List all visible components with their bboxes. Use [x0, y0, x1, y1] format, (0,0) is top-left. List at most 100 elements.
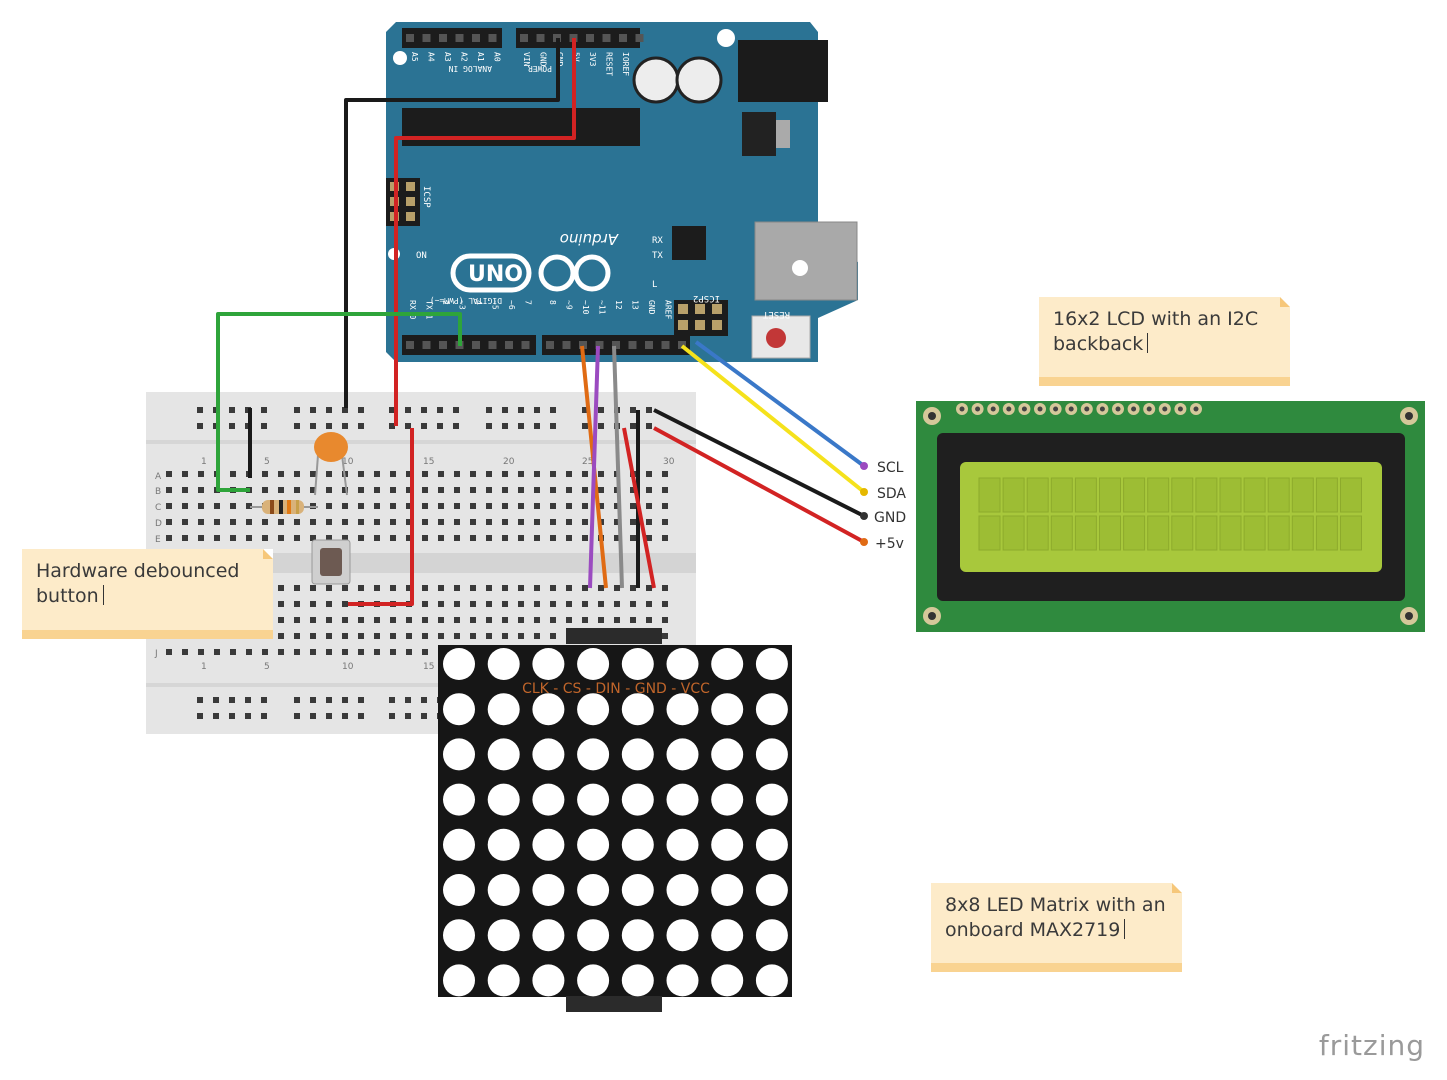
breadboard-hole	[550, 633, 556, 639]
lcd-label-5v: +5v	[875, 536, 904, 552]
breadboard-hole	[454, 601, 460, 607]
header-pin	[602, 34, 611, 42]
digital-pin-label: TX 1	[425, 300, 434, 319]
matrix-led	[443, 919, 475, 952]
matrix-led	[487, 783, 520, 816]
analog-pin-label: A2	[460, 52, 469, 62]
breadboard-hole	[646, 601, 652, 607]
breadboard-hole	[405, 713, 411, 719]
breadboard-hole	[534, 601, 540, 607]
breadboard-hole	[358, 487, 364, 493]
breadboard-hole	[294, 487, 300, 493]
lcd-pin-hole	[1084, 406, 1090, 412]
breadboard-hole	[486, 487, 492, 493]
breadboard-hole	[454, 471, 460, 477]
matrix-led	[577, 874, 610, 906]
analog-pin-label: A5	[410, 52, 419, 62]
breadboard-hole	[310, 617, 316, 623]
breadboard-hole	[390, 585, 396, 591]
breadboard-hole	[646, 585, 652, 591]
breadboard-hole	[422, 487, 428, 493]
breadboard-hole	[598, 407, 604, 413]
breadboard-hole	[470, 601, 476, 607]
lcd-pin-hole	[1115, 406, 1121, 412]
note-lcd[interactable]: 16x2 LCD with an I2C backback	[1039, 297, 1290, 386]
matrix-led	[532, 874, 565, 906]
matrix-led	[621, 738, 654, 771]
capacitor-2	[675, 56, 723, 104]
breadboard-hole	[326, 633, 332, 639]
breadboard-hole	[502, 601, 508, 607]
breadboard-hole	[502, 633, 508, 639]
breadboard-hole	[534, 407, 540, 413]
matrix-led	[621, 874, 654, 906]
power-pin-label: GND	[539, 52, 548, 67]
breadboard-hole	[390, 617, 396, 623]
breadboard-hole	[261, 713, 267, 719]
breadboard-hole	[342, 407, 348, 413]
breadboard-hole	[598, 601, 604, 607]
breadboard-hole	[326, 503, 332, 509]
breadboard-hole	[310, 633, 316, 639]
note-button[interactable]: Hardware debounced button	[22, 549, 273, 639]
breadboard-hole	[358, 585, 364, 591]
breadboard-hole	[262, 471, 268, 477]
breadboard-hole	[438, 585, 444, 591]
breadboard-hole	[358, 617, 364, 623]
breadboard-hole	[662, 471, 668, 477]
matrix-led	[621, 919, 654, 952]
header-pin	[472, 34, 480, 42]
digital-pin-label: ~3	[458, 300, 467, 310]
lcd-label-gnd: GND	[874, 510, 906, 526]
breadboard-hole	[229, 713, 235, 719]
wire-gnd-arduino	[344, 38, 560, 408]
breadboard-hole	[422, 535, 428, 541]
lcd-char-cell	[1099, 515, 1121, 551]
digital-pin-label: ~6	[507, 300, 516, 310]
ceramic-capacitor	[314, 432, 348, 496]
breadboard-hole	[630, 487, 636, 493]
note-matrix-text: 8x8 LED Matrix with an onboard MAX2719	[945, 894, 1166, 941]
breadboard-hole	[198, 487, 204, 493]
breadboard-hole	[534, 487, 540, 493]
breadboard-hole	[454, 519, 460, 525]
breadboard-hole	[294, 471, 300, 477]
lcd-pin-hole	[1162, 406, 1168, 412]
breadboard-hole	[598, 503, 604, 509]
breadboard-hole	[470, 471, 476, 477]
breadboard-hole	[326, 601, 332, 607]
lcd-char-cell	[1291, 477, 1314, 513]
breadboard-hole	[374, 471, 380, 477]
breadboard-hole	[374, 503, 380, 509]
mounting-hole	[792, 260, 808, 276]
breadboard-hole	[421, 697, 427, 703]
breadboard-hole	[662, 633, 668, 639]
breadboard-hole	[278, 617, 284, 623]
lcd-char-cell	[1340, 477, 1362, 513]
breadboard-hole	[438, 601, 444, 607]
breadboard-hole	[422, 617, 428, 623]
breadboard-hole	[646, 487, 652, 493]
breadboard-hole	[582, 519, 588, 525]
breadboard-hole	[310, 585, 316, 591]
note-matrix[interactable]: 8x8 LED Matrix with an onboard MAX2719	[931, 883, 1182, 972]
breadboard-hole	[374, 633, 380, 639]
breadboard-hole	[246, 503, 252, 509]
wire-endpoints	[860, 462, 868, 546]
lcd-char-cell	[1050, 515, 1073, 551]
header-pin	[546, 341, 554, 349]
matrix-led	[532, 919, 565, 952]
arduino-uno-board: ANALOG IN POWER Arduino UNO RX TX L ON I…	[386, 22, 858, 362]
header-pin	[521, 341, 530, 349]
breadboard-hole	[438, 617, 444, 623]
breadboard-hole	[550, 617, 556, 623]
lcd-label-sda: SDA	[877, 486, 906, 502]
breadboard-hole	[310, 649, 316, 655]
breadboard-hole	[389, 697, 395, 703]
breadboard-hole	[214, 519, 220, 525]
breadboard-hole	[198, 519, 204, 525]
breadboard-hole	[550, 585, 556, 591]
breadboard-hole	[406, 617, 412, 623]
breadboard-hole	[438, 633, 444, 639]
